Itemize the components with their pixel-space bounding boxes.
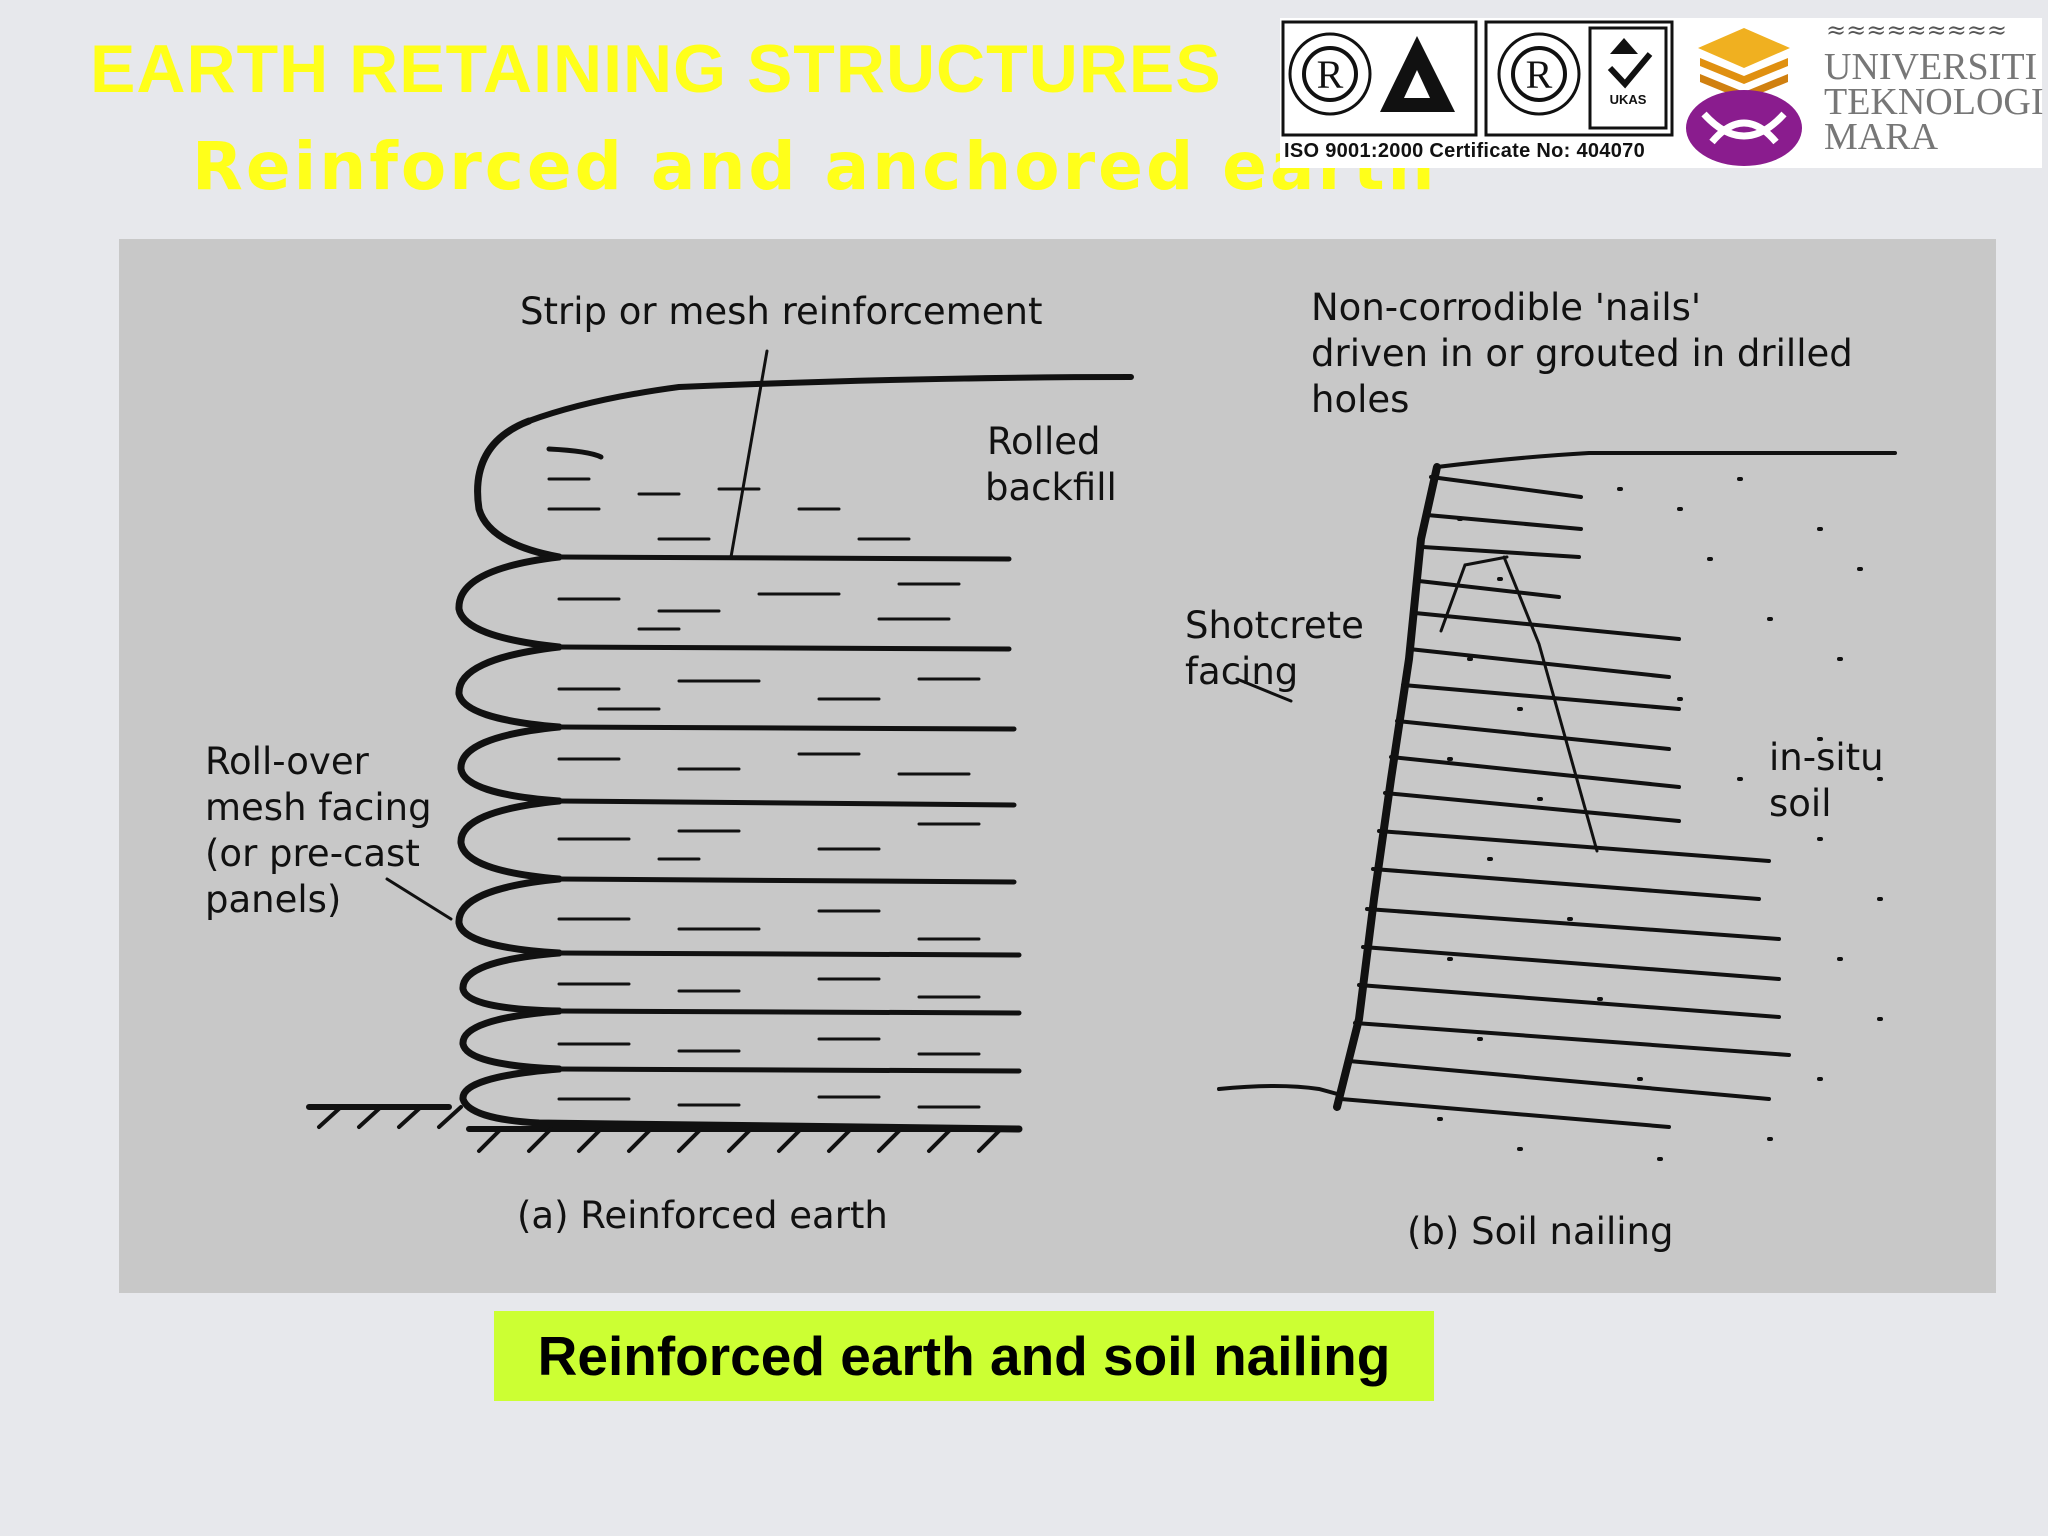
slide-caption-box: Reinforced earth and soil nailing [494,1311,1434,1401]
facing-wrap-3 [455,643,563,731]
reinforcement-strip-5 [556,876,1017,885]
logo-banner: R R UKAS [1280,18,2042,168]
reinforcement-strip-3 [556,724,1017,732]
reinforcement-strip-1 [556,554,1012,562]
facing-wrap-5 [457,797,563,883]
label-rollover-4: panels) [205,878,342,921]
certification-logos: R R UKAS [1281,20,1806,166]
facing-wrap-9 [459,1065,1023,1133]
label-nails-1: Non-corrodible 'nails' [1311,286,1702,329]
insitu-soil-dots [1437,477,1883,1161]
figure-panel: Strip or mesh reinforcement Rolled backf… [119,239,1996,1293]
facing-wrap-4 [457,723,563,805]
quality-seal-icon [1288,32,1372,116]
registered-mark-2: R [1526,52,1553,97]
registered-mark: R [1317,52,1344,97]
reinforcement-strip-6 [556,950,1022,958]
backfill-hatching [547,477,981,1109]
soil-nails-upper [1417,475,1583,599]
label-rollover-1: Roll-over [205,740,369,783]
label-soil: soil [1769,782,1832,825]
facing-wrap-2 [455,553,563,651]
label-strip-reinforcement: Strip or mesh reinforcement [520,290,1043,333]
label-rollover-3: (or pre-cast [205,832,420,875]
university-name-line-1: UNIVERSITI [1824,46,2038,88]
reinforcement-strip-4 [556,798,1017,808]
university-name-line-3: MARA [1824,116,1939,158]
caption-soil-nailing: (b) Soil nailing [1407,1210,1674,1253]
label-facing: facing [1185,650,1299,693]
iso-certificate-text: ISO 9001:2000 Certificate No: 404070 [1284,140,1645,162]
slide-caption: Reinforced earth and soil nailing [537,1325,1391,1387]
label-nails-3: holes [1311,378,1410,421]
quality-seal-icon-2 [1497,32,1581,116]
reinforcement-strip-8 [556,1066,1022,1074]
shotcrete-facing-line [1333,463,1441,1111]
label-backfill: backfill [985,466,1117,509]
slide-title: EARTH RETAINING STRUCTURES [90,31,1222,107]
uitm-emblem-icon [1698,28,1790,68]
reinforcement-strip-2 [556,644,1012,652]
facing-wrap-8 [459,1007,563,1073]
label-nails-2: driven in or grouted in drilled [1311,332,1853,375]
university-name: UNIVERSITI TEKNOLOGI MARA [1824,46,2044,158]
facing-wrap-1 [474,417,563,561]
caption-reinforced-earth: (a) Reinforced earth [517,1194,888,1237]
ukas-label: UKAS [1610,92,1647,107]
reinforced-earth-top-surface [526,374,1134,424]
facing-wrap-6 [455,875,563,957]
label-rolled: Rolled [987,420,1101,463]
facing-wrap-7 [459,949,563,1015]
slide-subtitle: Reinforced and anchored earth [192,128,1438,205]
retaining-structures-drawing [306,349,1897,1161]
soil-nail-ground-surface [1435,451,1897,469]
jawi-script-mark: ≈≈≈≈≈≈≈≈≈ [1826,16,2007,44]
label-rollover-2: mesh facing [205,786,432,829]
label-insitu: in-situ [1769,736,1884,779]
soil-nails-lower [1339,611,1791,1129]
reinforcement-strip-7 [556,1008,1022,1016]
university-name-line-2: TEKNOLOGI [1824,81,2044,123]
label-shotcrete: Shotcrete [1185,604,1364,647]
